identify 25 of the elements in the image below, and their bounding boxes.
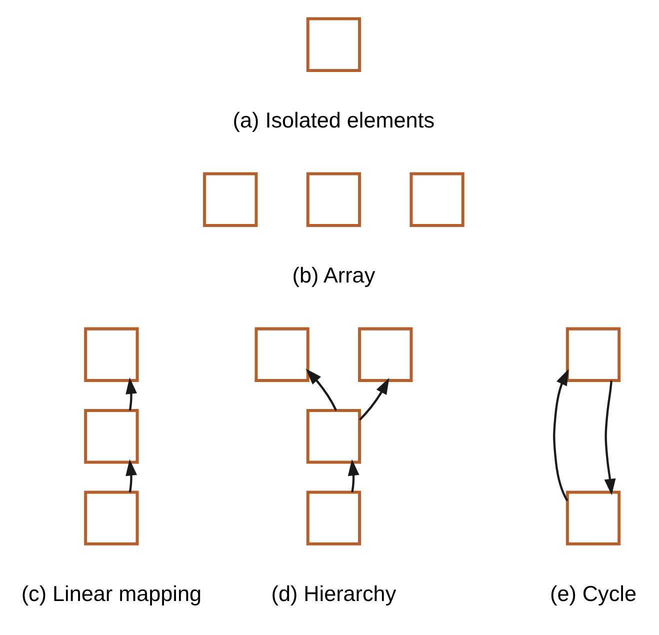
label: (a) Isolated elements bbox=[232, 106, 435, 132]
node-box bbox=[306, 490, 362, 545]
node-box bbox=[84, 408, 139, 464]
arrow bbox=[126, 377, 137, 410]
node-box bbox=[306, 16, 362, 72]
arrow bbox=[126, 458, 137, 492]
node-box bbox=[358, 326, 413, 382]
label: (c) Linear mapping bbox=[21, 580, 202, 606]
arrow bbox=[358, 377, 390, 420]
node-box bbox=[306, 408, 362, 464]
node-box bbox=[410, 172, 464, 226]
node-box bbox=[84, 490, 139, 545]
label: (e) Cycle bbox=[550, 580, 636, 606]
arrow bbox=[348, 458, 360, 492]
arrow bbox=[306, 368, 338, 410]
node-box bbox=[254, 326, 310, 382]
node-box bbox=[566, 326, 621, 382]
label: (b) Array bbox=[292, 262, 376, 287]
node-box bbox=[84, 326, 139, 382]
arrow bbox=[604, 380, 616, 495]
label: (d) Hierarchy bbox=[271, 580, 396, 606]
arrow bbox=[553, 368, 569, 501]
node-box bbox=[203, 172, 258, 226]
node-box bbox=[566, 490, 621, 545]
node-box bbox=[306, 172, 362, 226]
